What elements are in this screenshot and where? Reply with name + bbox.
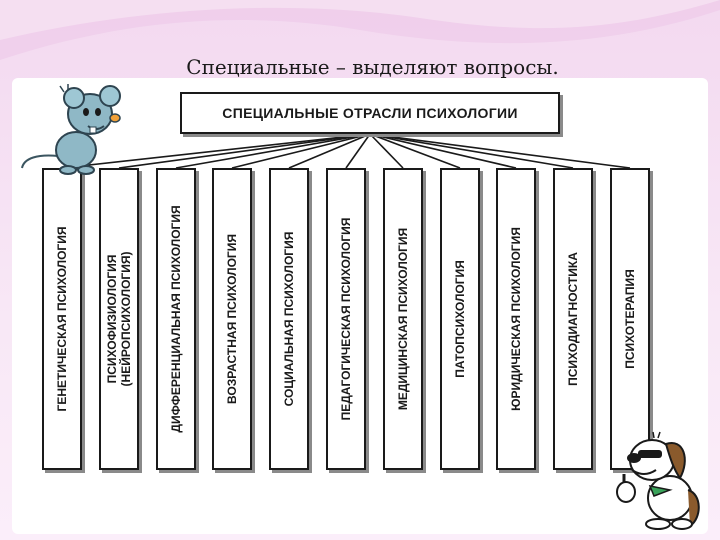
connector-line bbox=[231, 133, 371, 169]
connector-line bbox=[61, 133, 371, 169]
branch-label-line: (НЕЙРОПСИХОЛОГИЯ) bbox=[119, 251, 133, 387]
connector-line bbox=[369, 133, 631, 169]
branch-label: ЮРИДИЧЕСКАЯ ПСИХОЛОГИЯ bbox=[509, 227, 523, 411]
branch-label-line: ПСИХОФИЗИОЛОГИЯ bbox=[105, 254, 119, 384]
branch-node: ГЕНЕТИЧЕСКАЯ ПСИХОЛОГИЯ bbox=[42, 168, 82, 470]
root-node: СПЕЦИАЛЬНЫЕ ОТРАСЛИ ПСИХОЛОГИИ bbox=[180, 92, 560, 134]
branch-label: ПЕДАГОГИЧЕСКАЯ ПСИХОЛОГИЯ bbox=[339, 218, 353, 421]
branch-node: СОЦИАЛЬНАЯ ПСИХОЛОГИЯ bbox=[269, 168, 309, 470]
branch-node: ПСИХОФИЗИОЛОГИЯ(НЕЙРОПСИХОЛОГИЯ) bbox=[99, 168, 139, 470]
connector-line bbox=[369, 133, 404, 169]
connector-line bbox=[288, 133, 371, 169]
branch-label-line: ЮРИДИЧЕСКАЯ ПСИХОЛОГИЯ bbox=[509, 227, 523, 411]
branch-node: ПСИХОТЕРАПИЯ bbox=[610, 168, 650, 470]
connector-line bbox=[369, 133, 574, 169]
branch-label-line: ВОЗРАСТНАЯ ПСИХОЛОГИЯ bbox=[225, 234, 239, 404]
connector-line bbox=[369, 133, 517, 169]
dog-icon bbox=[616, 431, 700, 530]
connector-line bbox=[175, 133, 371, 169]
branch-label-line: ПСИХОТЕРАПИЯ bbox=[623, 269, 637, 369]
branch-label: ДИФФЕРЕНЦИАЛЬНАЯ ПСИХОЛОГИЯ bbox=[169, 205, 183, 432]
branch-label-line: ПСИХОДИАГНОСТИКА bbox=[566, 252, 580, 386]
branch-node: ПСИХОДИАГНОСТИКА bbox=[553, 168, 593, 470]
branch-node: ПАТОПСИХОЛОГИЯ bbox=[440, 168, 480, 470]
branch-label: ПСИХОФИЗИОЛОГИЯ(НЕЙРОПСИХОЛОГИЯ) bbox=[105, 252, 133, 387]
branch-label: ПСИХОТЕРАПИЯ bbox=[623, 269, 637, 369]
branch-node: МЕДИЦИНСКАЯ ПСИХОЛОГИЯ bbox=[383, 168, 423, 470]
branch-node: ЮРИДИЧЕСКАЯ ПСИХОЛОГИЯ bbox=[496, 168, 536, 470]
branch-label-line: ПЕДАГОГИЧЕСКАЯ ПСИХОЛОГИЯ bbox=[339, 217, 353, 421]
branch-label: ГЕНЕТИЧЕСКАЯ ПСИХОЛОГИЯ bbox=[55, 227, 69, 412]
slide-title: Специальные – выделяют вопросы. bbox=[186, 55, 559, 79]
connector-line bbox=[118, 133, 371, 169]
connector-line bbox=[345, 133, 371, 169]
branch-label-line: ДИФФЕРЕНЦИАЛЬНАЯ ПСИХОЛОГИЯ bbox=[169, 205, 183, 433]
mouse-icon bbox=[21, 84, 121, 175]
branch-label-line: ГЕНЕТИЧЕСКАЯ ПСИХОЛОГИЯ bbox=[55, 226, 69, 412]
root-label: СПЕЦИАЛЬНЫЕ ОТРАСЛИ ПСИХОЛОГИИ bbox=[222, 105, 518, 121]
connector-line bbox=[369, 133, 461, 169]
background-waves bbox=[0, 0, 720, 60]
branch-node: ДИФФЕРЕНЦИАЛЬНАЯ ПСИХОЛОГИЯ bbox=[156, 168, 196, 470]
branch-label: ПАТОПСИХОЛОГИЯ bbox=[453, 260, 467, 378]
branch-label-line: СОЦИАЛЬНАЯ ПСИХОЛОГИЯ bbox=[282, 231, 296, 407]
branch-label: СОЦИАЛЬНАЯ ПСИХОЛОГИЯ bbox=[282, 232, 296, 407]
branch-label: ПСИХОДИАГНОСТИКА bbox=[566, 252, 580, 386]
branch-label-line: ПАТОПСИХОЛОГИЯ bbox=[453, 260, 467, 378]
branch-label-line: МЕДИЦИНСКАЯ ПСИХОЛОГИЯ bbox=[396, 227, 410, 411]
branch-label: МЕДИЦИНСКАЯ ПСИХОЛОГИЯ bbox=[396, 228, 410, 410]
branch-label: ВОЗРАСТНАЯ ПСИХОЛОГИЯ bbox=[225, 234, 239, 404]
branch-node: ПЕДАГОГИЧЕСКАЯ ПСИХОЛОГИЯ bbox=[326, 168, 366, 470]
branch-node: ВОЗРАСТНАЯ ПСИХОЛОГИЯ bbox=[212, 168, 252, 470]
